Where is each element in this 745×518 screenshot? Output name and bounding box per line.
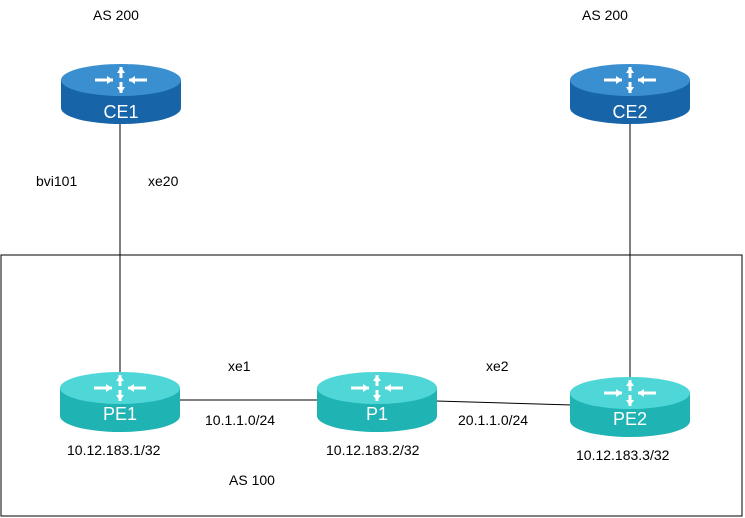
loopback-label-pe2: 10.12.183.3/32: [576, 447, 670, 463]
router-ce2[interactable]: [570, 64, 690, 124]
router-label-p1: P1: [366, 404, 388, 424]
as-label-top-left: AS 200: [93, 7, 139, 23]
link-p1-pe2: [435, 400, 573, 406]
router-label-pe1: PE1: [103, 404, 137, 424]
router-label-ce1: CE1: [103, 102, 138, 122]
loopback-label-pe1: 10.12.183.1/32: [67, 442, 161, 458]
subnet-label-p1-pe2: 20.1.1.0/24: [458, 412, 528, 428]
router-p1[interactable]: [317, 372, 437, 432]
interface-label-xe20: xe20: [148, 173, 179, 189]
interface-label-xe1: xe1: [228, 358, 251, 374]
router-pe2[interactable]: [570, 377, 690, 437]
as-label-top-right: AS 200: [582, 7, 628, 23]
interface-label-xe2: xe2: [486, 358, 509, 374]
router-ce1[interactable]: [61, 64, 181, 124]
loopback-label-p1: 10.12.183.2/32: [326, 442, 420, 458]
as-label-bottom: AS 100: [229, 472, 275, 488]
router-label-ce2: CE2: [612, 102, 647, 122]
interface-label-bvi101: bvi101: [36, 173, 77, 189]
router-label-pe2: PE2: [613, 409, 647, 429]
subnet-label-pe1-p1: 10.1.1.0/24: [205, 412, 275, 428]
router-pe1[interactable]: [60, 372, 180, 432]
as100-boundary: [0, 254, 743, 517]
